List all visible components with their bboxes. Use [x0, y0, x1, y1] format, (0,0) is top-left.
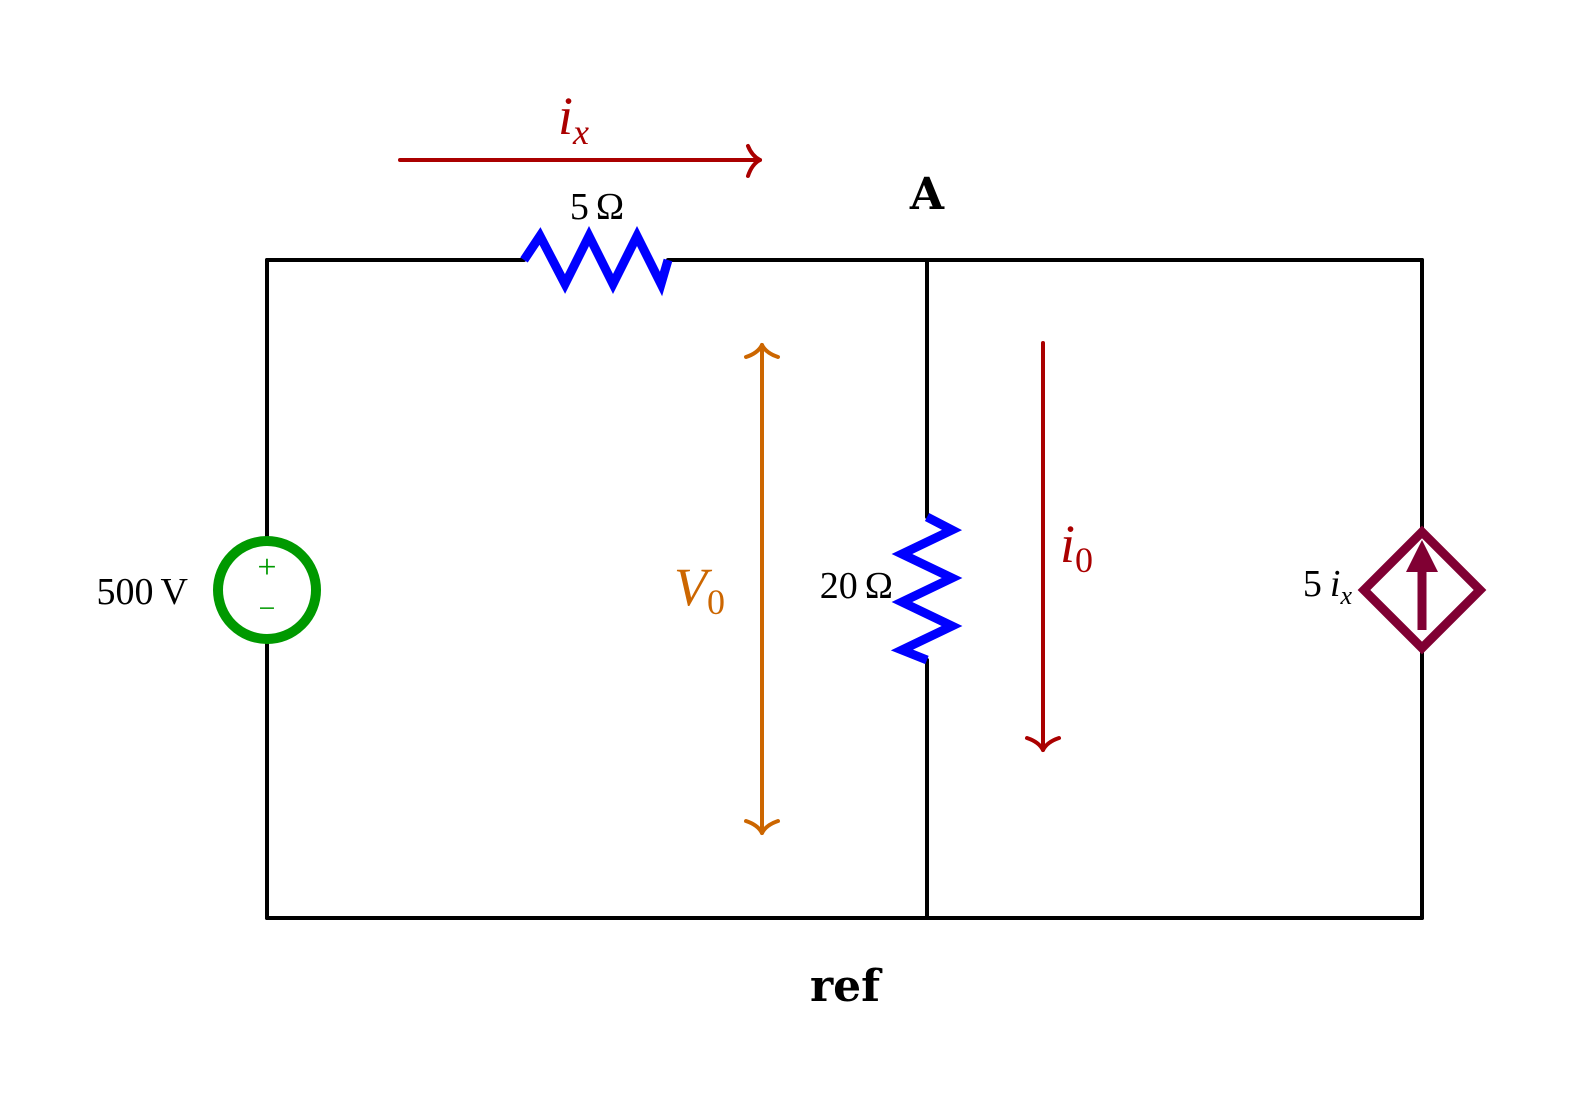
voltage-v0-label: V0 — [674, 557, 725, 622]
dependent-current-source — [1357, 525, 1487, 655]
wires — [265, 258, 1424, 920]
resistor-20-ohm-unit: Ω — [865, 565, 893, 607]
reference-node-label: ref — [810, 961, 883, 1012]
node-a-label: A — [909, 169, 945, 220]
dependent-source-arrowhead — [1406, 540, 1438, 572]
current-i0-symbol: i — [1060, 514, 1075, 574]
resistor-20-ohm — [890, 513, 963, 665]
dependent-source-symbol: i — [1330, 563, 1341, 605]
dependent-source-subscript: x — [1339, 581, 1352, 610]
current-ix-arrow — [398, 144, 762, 178]
resistor-5-ohm — [520, 225, 673, 297]
voltage-source-unit: V — [161, 571, 189, 613]
current-ix-symbol: i — [558, 86, 573, 146]
current-ix-subscript: x — [572, 112, 589, 152]
voltage-v0-subscript: 0 — [707, 582, 725, 622]
voltage-v0-symbol: V — [674, 557, 713, 617]
voltage-source-plus: + — [257, 549, 276, 586]
voltage-source: + − — [213, 536, 321, 644]
current-i0-arrow — [1025, 341, 1061, 752]
resistor-5-ohm-value: 5 — [570, 186, 589, 228]
voltage-source-circle — [213, 536, 321, 644]
resistor-5-ohm-unit: Ω — [596, 186, 624, 228]
current-i0-label: i0 — [1060, 514, 1093, 580]
dependent-source-gain: 5 — [1303, 563, 1322, 605]
voltage-source-minus: − — [259, 592, 276, 625]
current-ix-label: ix — [558, 86, 589, 152]
resistor-20-ohm-value: 20 — [820, 565, 858, 607]
voltage-source-value: 500 — [97, 571, 154, 613]
voltage-v0-arrow — [744, 343, 780, 835]
current-i0-subscript: 0 — [1075, 540, 1093, 580]
